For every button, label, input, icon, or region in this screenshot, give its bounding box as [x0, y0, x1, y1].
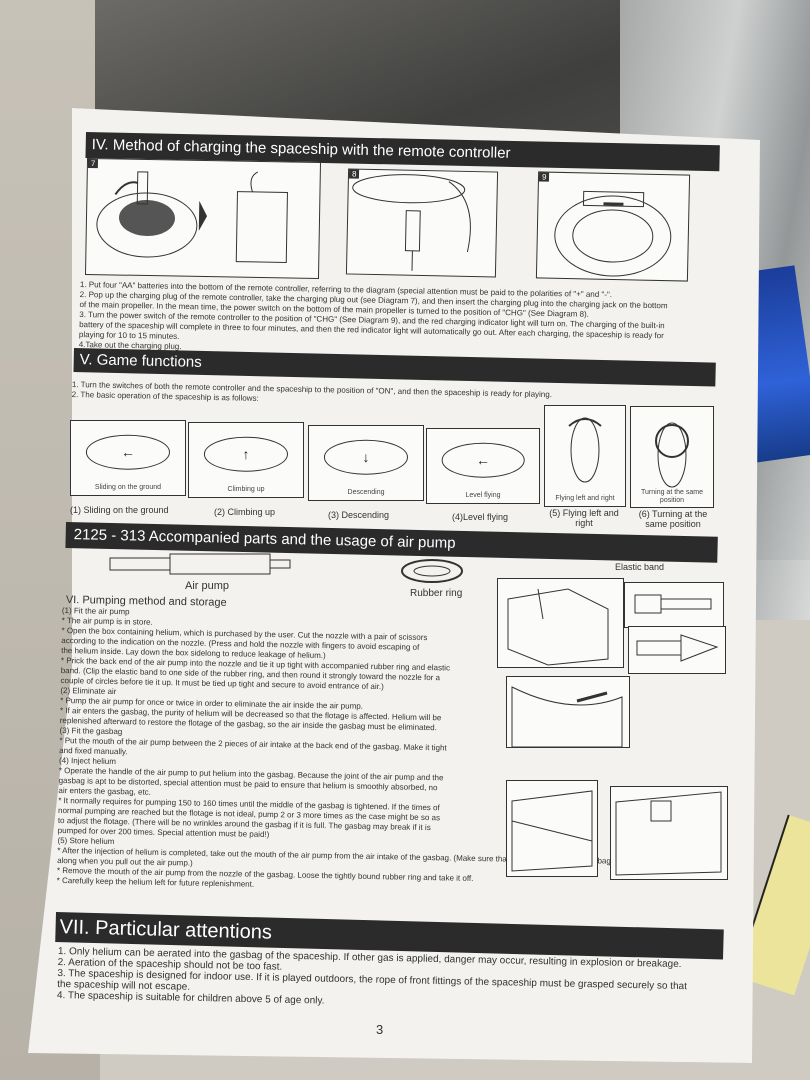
- function-box-left-right: Flying left and right: [544, 405, 626, 507]
- nozzle-illustration: [636, 634, 719, 662]
- inflate-left-illustration: [511, 790, 593, 872]
- diagram-9: 9: [535, 171, 691, 282]
- function-box-level: ← Level flying: [426, 428, 540, 504]
- rubber-ring-label: Rubber ring: [410, 588, 463, 599]
- diagram-nozzle: [628, 626, 726, 674]
- inflate-right-illustration: [615, 791, 722, 876]
- arrow-down-icon: ↓: [362, 449, 370, 466]
- blimp-rotating-view: [655, 422, 689, 488]
- page-number: 3: [376, 1022, 384, 1037]
- function-box-turning: Turning at the same position: [630, 406, 714, 508]
- diagram-8: 8: [345, 168, 499, 278]
- diagram-gasbag-fit: [506, 676, 630, 748]
- box-caption: Climbing up: [227, 486, 265, 493]
- box-caption: Descending: [347, 489, 385, 496]
- power-switch-illustration: [554, 190, 672, 277]
- propeller-jack-illustration: [352, 174, 471, 271]
- arrow-left-icon: ←: [476, 452, 490, 469]
- diagram-elastic-band: [624, 582, 724, 628]
- function-box-sliding: ← Sliding on the ground: [70, 420, 186, 496]
- elastic-band-label: Elastic band: [615, 562, 665, 572]
- diagram-helium-box: [497, 578, 624, 668]
- function-box-climbing: ↑ Climbing up: [188, 422, 304, 498]
- arrow-up-icon: ↑: [242, 446, 250, 463]
- diagram-inflate-left: [506, 780, 598, 877]
- function-box-descending: ↓ Descending: [308, 425, 424, 501]
- caption-left-right: (5) Flying left and right: [549, 508, 619, 528]
- gasbag-fit-illustration: [511, 686, 623, 748]
- box-caption: Sliding on the ground: [94, 484, 162, 491]
- caption-descending: (3) Descending: [328, 510, 390, 520]
- air-pump-label: Air pump: [185, 580, 230, 592]
- caption-turning: (6) Turning at the same position: [638, 509, 708, 529]
- helium-box-illustration: [507, 588, 609, 666]
- diagram-7: 7: [84, 157, 322, 280]
- diagram-number: 9: [538, 172, 550, 182]
- blimp-outline: [85, 434, 171, 470]
- band-illustration: [634, 594, 712, 614]
- box-caption: Level flying: [465, 492, 501, 499]
- remote-controller-illustration: [96, 171, 288, 263]
- caption-climbing: (2) Climbing up: [214, 507, 276, 517]
- blimp-outline: [203, 436, 289, 472]
- blimp-top-view: [568, 417, 602, 483]
- box-caption: Flying left and right: [555, 495, 615, 502]
- blimp-outline: [323, 439, 409, 475]
- blimp-outline: [441, 442, 525, 478]
- diagram-number: 8: [348, 169, 360, 179]
- section-iv-steps: 1. Put four "AA" batteries into the bott…: [79, 280, 668, 361]
- diagram-inflate-right: [610, 786, 728, 880]
- rubber-ring-illustration: [401, 559, 463, 583]
- caption-sliding: (1) Sliding on the ground: [70, 505, 169, 515]
- air-pump-illustration: [109, 553, 291, 575]
- box-caption: Turning at the same position: [641, 489, 703, 504]
- diagram-number: 7: [87, 158, 99, 169]
- arrow-left-icon: ←: [121, 444, 135, 461]
- caption-level: (4)Level flying: [452, 512, 509, 522]
